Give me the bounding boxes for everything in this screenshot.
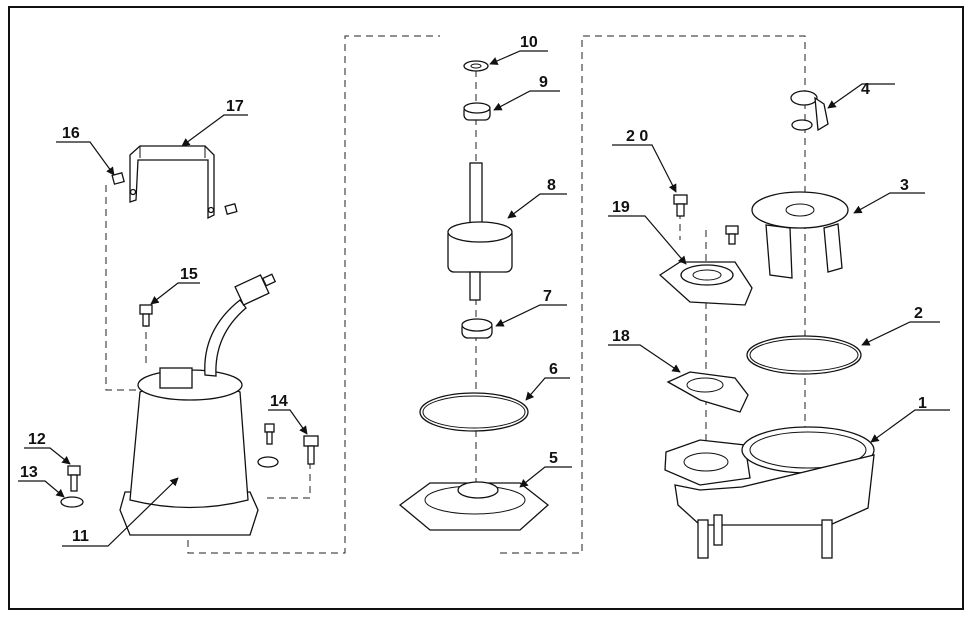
bearing-part-7 bbox=[461, 318, 493, 339]
bolt-part-15 bbox=[139, 304, 153, 327]
impeller-part-3 bbox=[751, 191, 849, 279]
callout-leaders bbox=[18, 50, 950, 547]
seal-plate-part-5 bbox=[398, 481, 550, 531]
callout-19: 19 bbox=[612, 199, 630, 216]
callout-4: 4 bbox=[861, 81, 870, 98]
motor-housing-part-11 bbox=[119, 273, 277, 536]
callout-17: 17 bbox=[226, 98, 244, 115]
callout-labels: 1 2 3 4 5 6 7 8 9 10 11 12 13 14 15 16 1… bbox=[20, 34, 927, 545]
callout-11: 11 bbox=[72, 528, 89, 545]
gasket-part-18 bbox=[666, 371, 749, 413]
handle-part-17 bbox=[129, 145, 215, 220]
pump-body-part-1 bbox=[664, 426, 875, 559]
callout-5: 5 bbox=[549, 450, 558, 467]
bolt-part-20 bbox=[673, 194, 739, 245]
callout-3: 3 bbox=[900, 177, 909, 194]
callout-6: 6 bbox=[549, 361, 558, 378]
impeller-nut-part-4 bbox=[790, 90, 829, 132]
callout-14: 14 bbox=[270, 393, 288, 410]
callout-12: 12 bbox=[28, 431, 46, 448]
callout-16: 16 bbox=[62, 125, 80, 142]
callout-10: 10 bbox=[520, 34, 538, 51]
bearing-part-9 bbox=[463, 102, 491, 121]
o-ring-part-6 bbox=[419, 392, 529, 432]
callout-2: 2 bbox=[914, 305, 923, 322]
callout-13: 13 bbox=[20, 464, 38, 481]
diagram-frame bbox=[8, 6, 964, 610]
callout-20: 2 0 bbox=[626, 128, 648, 145]
callout-1: 1 bbox=[918, 395, 927, 412]
bolt-part-12 bbox=[67, 465, 81, 492]
washer-part-10 bbox=[463, 60, 489, 72]
callout-9: 9 bbox=[539, 74, 548, 91]
callout-18: 18 bbox=[612, 328, 630, 345]
screw-part-16 bbox=[111, 172, 238, 215]
o-ring-part-2 bbox=[746, 335, 862, 375]
washer-part-13 bbox=[60, 496, 84, 508]
rotor-shaft-part-8 bbox=[447, 162, 513, 301]
callout-15: 15 bbox=[180, 266, 198, 283]
seal-part-19 bbox=[658, 261, 753, 306]
bolt-part-14 bbox=[257, 423, 319, 468]
callout-8: 8 bbox=[547, 177, 556, 194]
callout-7: 7 bbox=[543, 288, 552, 305]
